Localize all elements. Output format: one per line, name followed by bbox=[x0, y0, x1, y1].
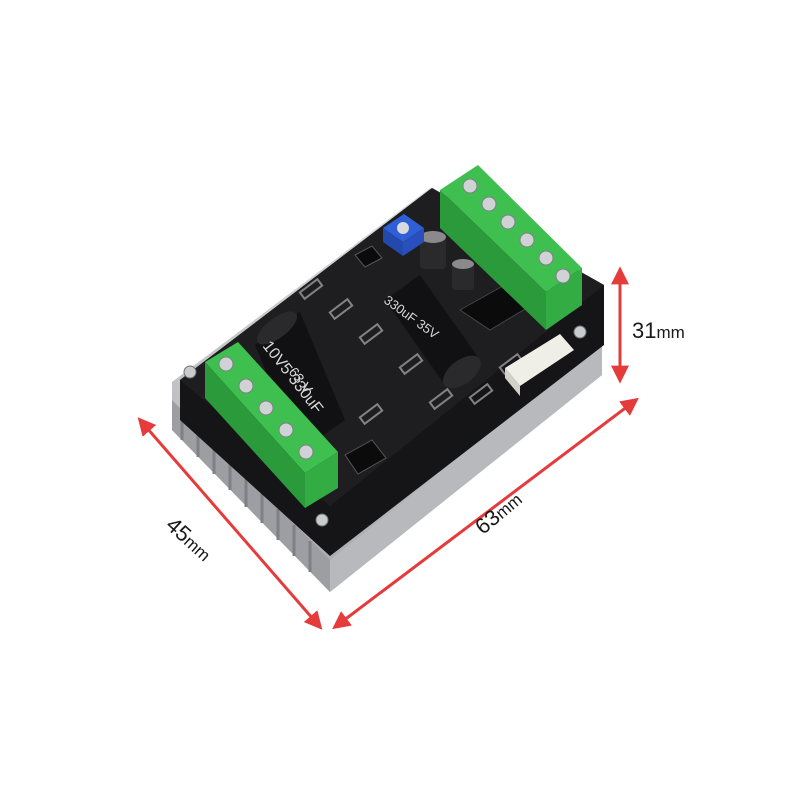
dimension-arrow-icon bbox=[137, 417, 323, 630]
dimension-arrow-icon bbox=[332, 397, 639, 630]
height-value: 31 bbox=[632, 318, 657, 343]
dimension-arrows bbox=[137, 266, 639, 630]
terminal-screws-right bbox=[462, 178, 571, 284]
terminal-block-right bbox=[440, 165, 582, 330]
connector-header bbox=[505, 334, 574, 396]
small-chip bbox=[354, 245, 383, 268]
height-dimension-label: 31mm bbox=[632, 318, 685, 344]
potentiometer bbox=[383, 214, 424, 256]
height-unit: mm bbox=[656, 323, 685, 342]
small-capacitors bbox=[420, 231, 474, 290]
